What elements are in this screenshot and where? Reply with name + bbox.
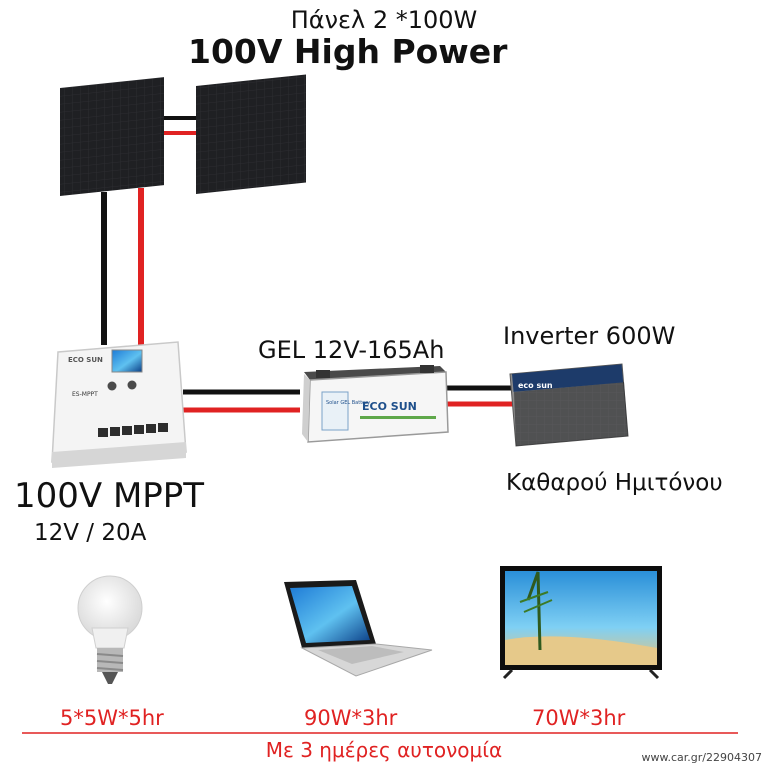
inverter-brand: eco sun xyxy=(518,381,553,390)
battery-label: Solar GEL Battery xyxy=(326,400,370,406)
solar-panel-left xyxy=(60,77,164,196)
panel-link-wires xyxy=(160,116,198,135)
autonomy-caption: Με 3 ημέρες αυτονομία xyxy=(265,738,503,762)
load-label-bulb: 5*5W*5hr xyxy=(60,706,164,730)
led-bulb xyxy=(77,575,143,684)
mppt-controller: ECO SUN ES-MPPT xyxy=(51,341,187,468)
laptop xyxy=(284,580,433,677)
inverter: eco sun xyxy=(509,363,629,447)
load-label-tv: 70W*3hr xyxy=(532,706,626,730)
gel-battery: Solar GEL Battery ECO SUN xyxy=(302,365,449,443)
panels-caption: Πάνελ 2 *100W xyxy=(290,6,478,34)
controller-spec-caption: 12V / 20A xyxy=(34,520,147,546)
watermark: www.car.gr/22904307 xyxy=(641,751,762,764)
inverter-caption: Inverter 600W xyxy=(503,322,676,350)
battery-to-inverter-wires xyxy=(446,385,515,407)
panel-to-controller-wires xyxy=(101,188,144,345)
controller-caption: 100V MPPT xyxy=(14,476,205,516)
controller-brand: ECO SUN xyxy=(68,356,103,364)
television xyxy=(500,566,662,680)
inverter-type-caption: Καθαρού Ημιτόνου xyxy=(506,470,723,496)
controller-to-battery-wires xyxy=(183,389,300,413)
solar-panel-right xyxy=(196,74,306,194)
battery-caption: GEL 12V-165Ah xyxy=(258,336,445,364)
load-label-laptop: 90W*3hr xyxy=(304,706,398,730)
panels-power-caption: 100V High Power xyxy=(188,32,508,71)
battery-brand: ECO SUN xyxy=(362,400,417,413)
controller-model: ES-MPPT xyxy=(72,391,98,398)
